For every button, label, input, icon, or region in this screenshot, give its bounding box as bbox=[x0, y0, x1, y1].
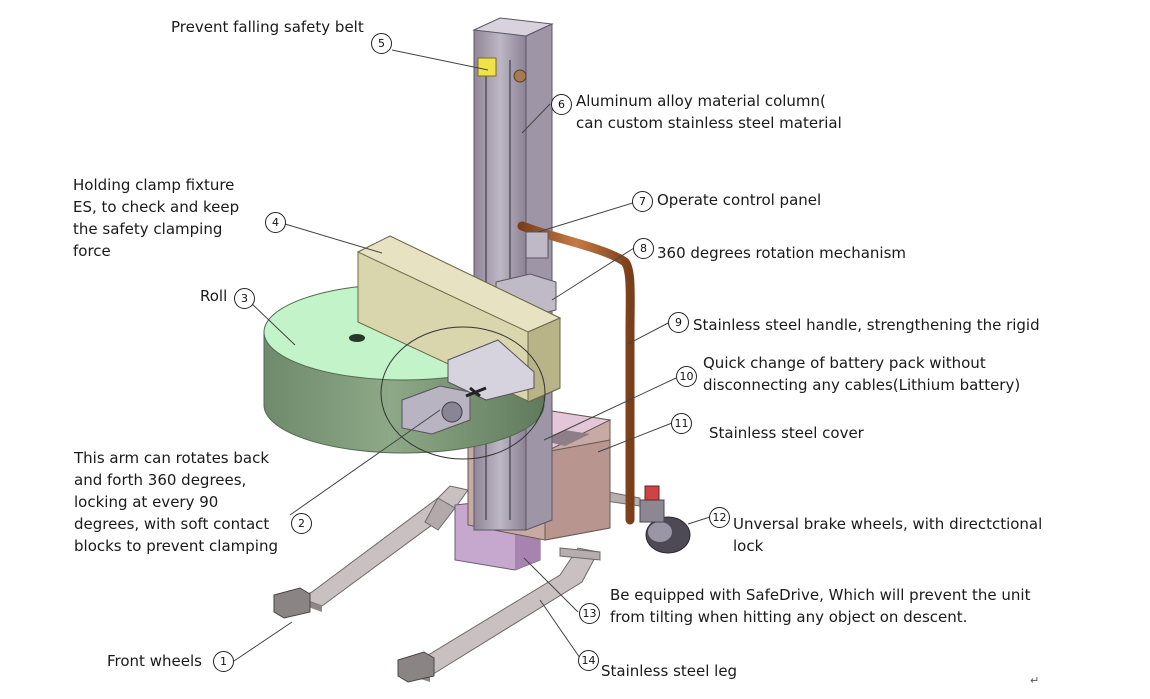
callout-number-9: 9 bbox=[668, 312, 689, 333]
callout-number-5: 5 bbox=[371, 33, 392, 54]
callout-number-3: 3 bbox=[234, 288, 255, 309]
callout-number-1: 1 bbox=[213, 651, 234, 672]
callout-text-1: Front wheels bbox=[107, 652, 202, 670]
stainless-steel-handle bbox=[517, 221, 635, 525]
rotating-arm bbox=[401, 339, 535, 435]
callout-text-9: Stainless steel handle, strengthening th… bbox=[693, 316, 1040, 334]
leader-lines bbox=[233, 49, 711, 662]
callout-number-12: 12 bbox=[709, 507, 730, 528]
callout-number-10: 10 bbox=[676, 366, 697, 387]
rotation-range-ellipse bbox=[380, 326, 546, 460]
front-wheel bbox=[273, 587, 435, 683]
return-mark: ↵ bbox=[1030, 674, 1040, 687]
callout-number-4: 4 bbox=[265, 212, 286, 233]
callout-text-5: Prevent falling safety belt bbox=[171, 18, 364, 36]
callout-number-14: 14 bbox=[578, 650, 599, 671]
callout-number-8: 8 bbox=[633, 238, 654, 259]
callout-text-6: Aluminum alloy material column(can custo… bbox=[576, 92, 842, 132]
brake-wheel bbox=[639, 485, 691, 554]
callout-text-8: 360 degrees rotation mechanism bbox=[657, 244, 907, 262]
callout-text-12: Unversal brake wheels, with directctiona… bbox=[733, 515, 1043, 555]
callout-text-7: Operate control panel bbox=[657, 191, 822, 209]
aluminum-column bbox=[472, 17, 554, 531]
callout-text-11: Stainless steel cover bbox=[709, 424, 864, 442]
callout-text-14: Stainless steel leg bbox=[601, 662, 738, 680]
callout-text-13: Be equipped with SafeDrive, Which will p… bbox=[610, 586, 1031, 626]
callout-number-6: 6 bbox=[551, 94, 572, 115]
callout-text-3: Roll bbox=[200, 287, 228, 305]
control-panel bbox=[525, 231, 549, 259]
callout-number-7: 7 bbox=[632, 191, 653, 212]
callout-number-13: 13 bbox=[579, 603, 600, 624]
callout-number-11: 11 bbox=[671, 413, 692, 434]
callout-number-2: 2 bbox=[291, 513, 312, 534]
